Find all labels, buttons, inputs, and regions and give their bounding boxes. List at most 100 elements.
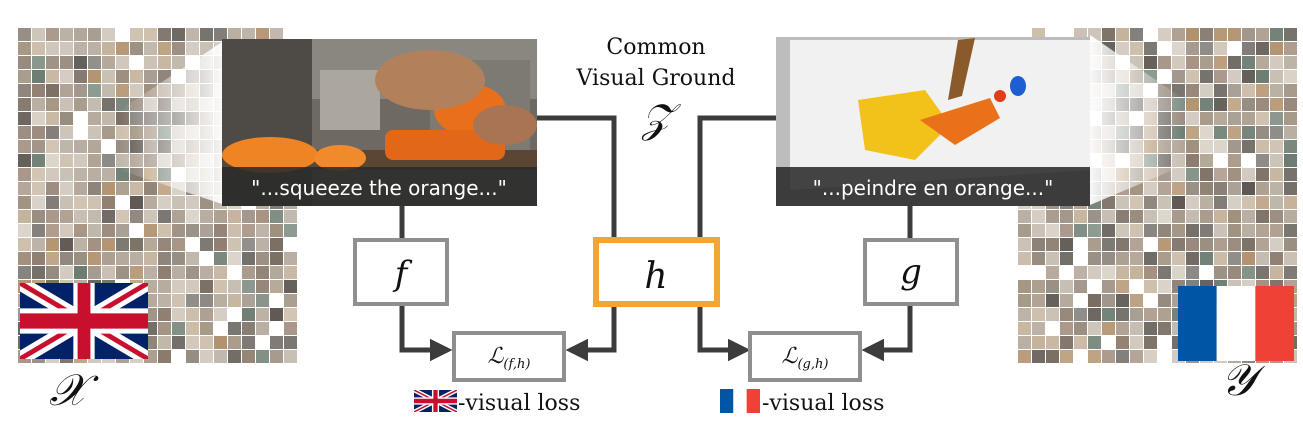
mosaic-thumbnail — [88, 56, 101, 69]
mosaic-thumbnail — [1046, 210, 1059, 223]
mosaic-thumbnail — [74, 210, 87, 223]
mosaic-thumbnail — [102, 168, 115, 181]
mosaic-thumbnail — [1200, 252, 1213, 265]
mosaic-thumbnail — [1270, 56, 1283, 69]
mosaic-thumbnail — [1116, 280, 1129, 293]
mosaic-thumbnail — [1018, 308, 1031, 321]
mosaic-thumbnail — [32, 210, 45, 223]
mosaic-thumbnail — [172, 56, 185, 69]
mosaic-thumbnail — [102, 196, 115, 209]
right-loss-box: ℒ(g,h) — [748, 331, 862, 382]
mosaic-thumbnail — [172, 322, 185, 335]
mosaic-thumbnail — [74, 196, 87, 209]
mosaic-thumbnail — [1130, 350, 1143, 363]
mosaic-thumbnail — [1200, 112, 1213, 125]
mosaic-thumbnail — [32, 98, 45, 111]
mosaic-thumbnail — [74, 182, 87, 195]
mosaic-thumbnail — [1200, 56, 1213, 69]
mosaic-thumbnail — [1256, 238, 1269, 251]
mosaic-thumbnail — [1256, 112, 1269, 125]
mosaic-thumbnail — [1270, 168, 1283, 181]
mosaic-thumbnail — [1186, 210, 1199, 223]
mosaic-thumbnail — [1200, 84, 1213, 97]
mosaic-thumbnail — [116, 84, 129, 97]
mosaic-thumbnail — [1158, 28, 1171, 41]
mosaic-thumbnail — [1214, 70, 1227, 83]
mosaic-thumbnail — [1228, 196, 1241, 209]
mosaic-thumbnail — [46, 266, 59, 279]
mosaic-thumbnail — [1242, 126, 1255, 139]
encoder-g-box: g — [863, 238, 959, 306]
mosaic-thumbnail — [1130, 28, 1143, 41]
mosaic-thumbnail — [1284, 154, 1297, 167]
mosaic-thumbnail — [1242, 98, 1255, 111]
mosaic-thumbnail — [200, 280, 213, 293]
mosaic-thumbnail — [74, 168, 87, 181]
mosaic-thumbnail — [1060, 280, 1073, 293]
mosaic-thumbnail — [200, 266, 213, 279]
mosaic-thumbnail — [1060, 252, 1073, 265]
mosaic-thumbnail — [1228, 28, 1241, 41]
mosaic-thumbnail — [1060, 336, 1073, 349]
mosaic-thumbnail — [102, 210, 115, 223]
mosaic-thumbnail — [1088, 336, 1101, 349]
mosaic-thumbnail — [1116, 350, 1129, 363]
mosaic-thumbnail — [18, 182, 31, 195]
mosaic-thumbnail — [284, 210, 297, 223]
mosaic-thumbnail — [1270, 112, 1283, 125]
mosaic-thumbnail — [1116, 266, 1129, 279]
mosaic-thumbnail — [88, 238, 101, 251]
encoder-f-box: f — [353, 238, 449, 306]
mosaic-thumbnail — [1214, 84, 1227, 97]
mosaic-thumbnail — [1018, 350, 1031, 363]
mosaic-thumbnail — [88, 28, 101, 41]
mosaic-thumbnail — [88, 182, 101, 195]
mosaic-thumbnail — [1186, 140, 1199, 153]
mosaic-thumbnail — [1032, 308, 1045, 321]
mosaic-thumbnail — [284, 322, 297, 335]
mosaic-thumbnail — [228, 322, 241, 335]
mosaic-thumbnail — [1186, 42, 1199, 55]
mosaic-thumbnail — [1102, 266, 1115, 279]
left-loss-symbol: ℒ — [488, 344, 505, 369]
mosaic-thumbnail — [1228, 224, 1241, 237]
mosaic-thumbnail — [32, 42, 45, 55]
mosaic-thumbnail — [1158, 182, 1171, 195]
mosaic-thumbnail — [46, 84, 59, 97]
mosaic-thumbnail — [1256, 196, 1269, 209]
mosaic-thumbnail — [32, 84, 45, 97]
mosaic-thumbnail — [102, 84, 115, 97]
mosaic-thumbnail — [1200, 70, 1213, 83]
mosaic-thumbnail — [1186, 168, 1199, 181]
mosaic-thumbnail — [158, 280, 171, 293]
mosaic-thumbnail — [1130, 308, 1143, 321]
mosaic-thumbnail — [214, 224, 227, 237]
mosaic-thumbnail — [1228, 252, 1241, 265]
mosaic-thumbnail — [1242, 196, 1255, 209]
mosaic-thumbnail — [242, 252, 255, 265]
ground-symbol: 𝒵 — [641, 96, 682, 142]
left-loss-box: ℒ(f,h) — [452, 331, 566, 382]
mosaic-thumbnail — [228, 336, 241, 349]
mosaic-thumbnail — [1284, 182, 1297, 195]
mosaic-thumbnail — [1046, 252, 1059, 265]
mosaic-thumbnail — [1242, 42, 1255, 55]
mosaic-thumbnail — [1144, 322, 1157, 335]
mosaic-thumbnail — [158, 210, 171, 223]
mosaic-thumbnail — [1200, 28, 1213, 41]
mosaic-thumbnail — [1074, 308, 1087, 321]
mosaic-thumbnail — [130, 210, 143, 223]
mosaic-thumbnail — [1256, 182, 1269, 195]
french-flag-small — [720, 389, 760, 413]
mosaic-thumbnail — [1102, 252, 1115, 265]
mosaic-thumbnail — [116, 266, 129, 279]
mosaic-thumbnail — [32, 112, 45, 125]
mosaic-thumbnail — [102, 126, 115, 139]
mosaic-thumbnail — [242, 28, 255, 41]
connectors — [399, 115, 913, 362]
mosaic-thumbnail — [158, 322, 171, 335]
mosaic-thumbnail — [1032, 238, 1045, 251]
mosaic-thumbnail — [214, 252, 227, 265]
mosaic-thumbnail — [1186, 112, 1199, 125]
mosaic-thumbnail — [74, 98, 87, 111]
